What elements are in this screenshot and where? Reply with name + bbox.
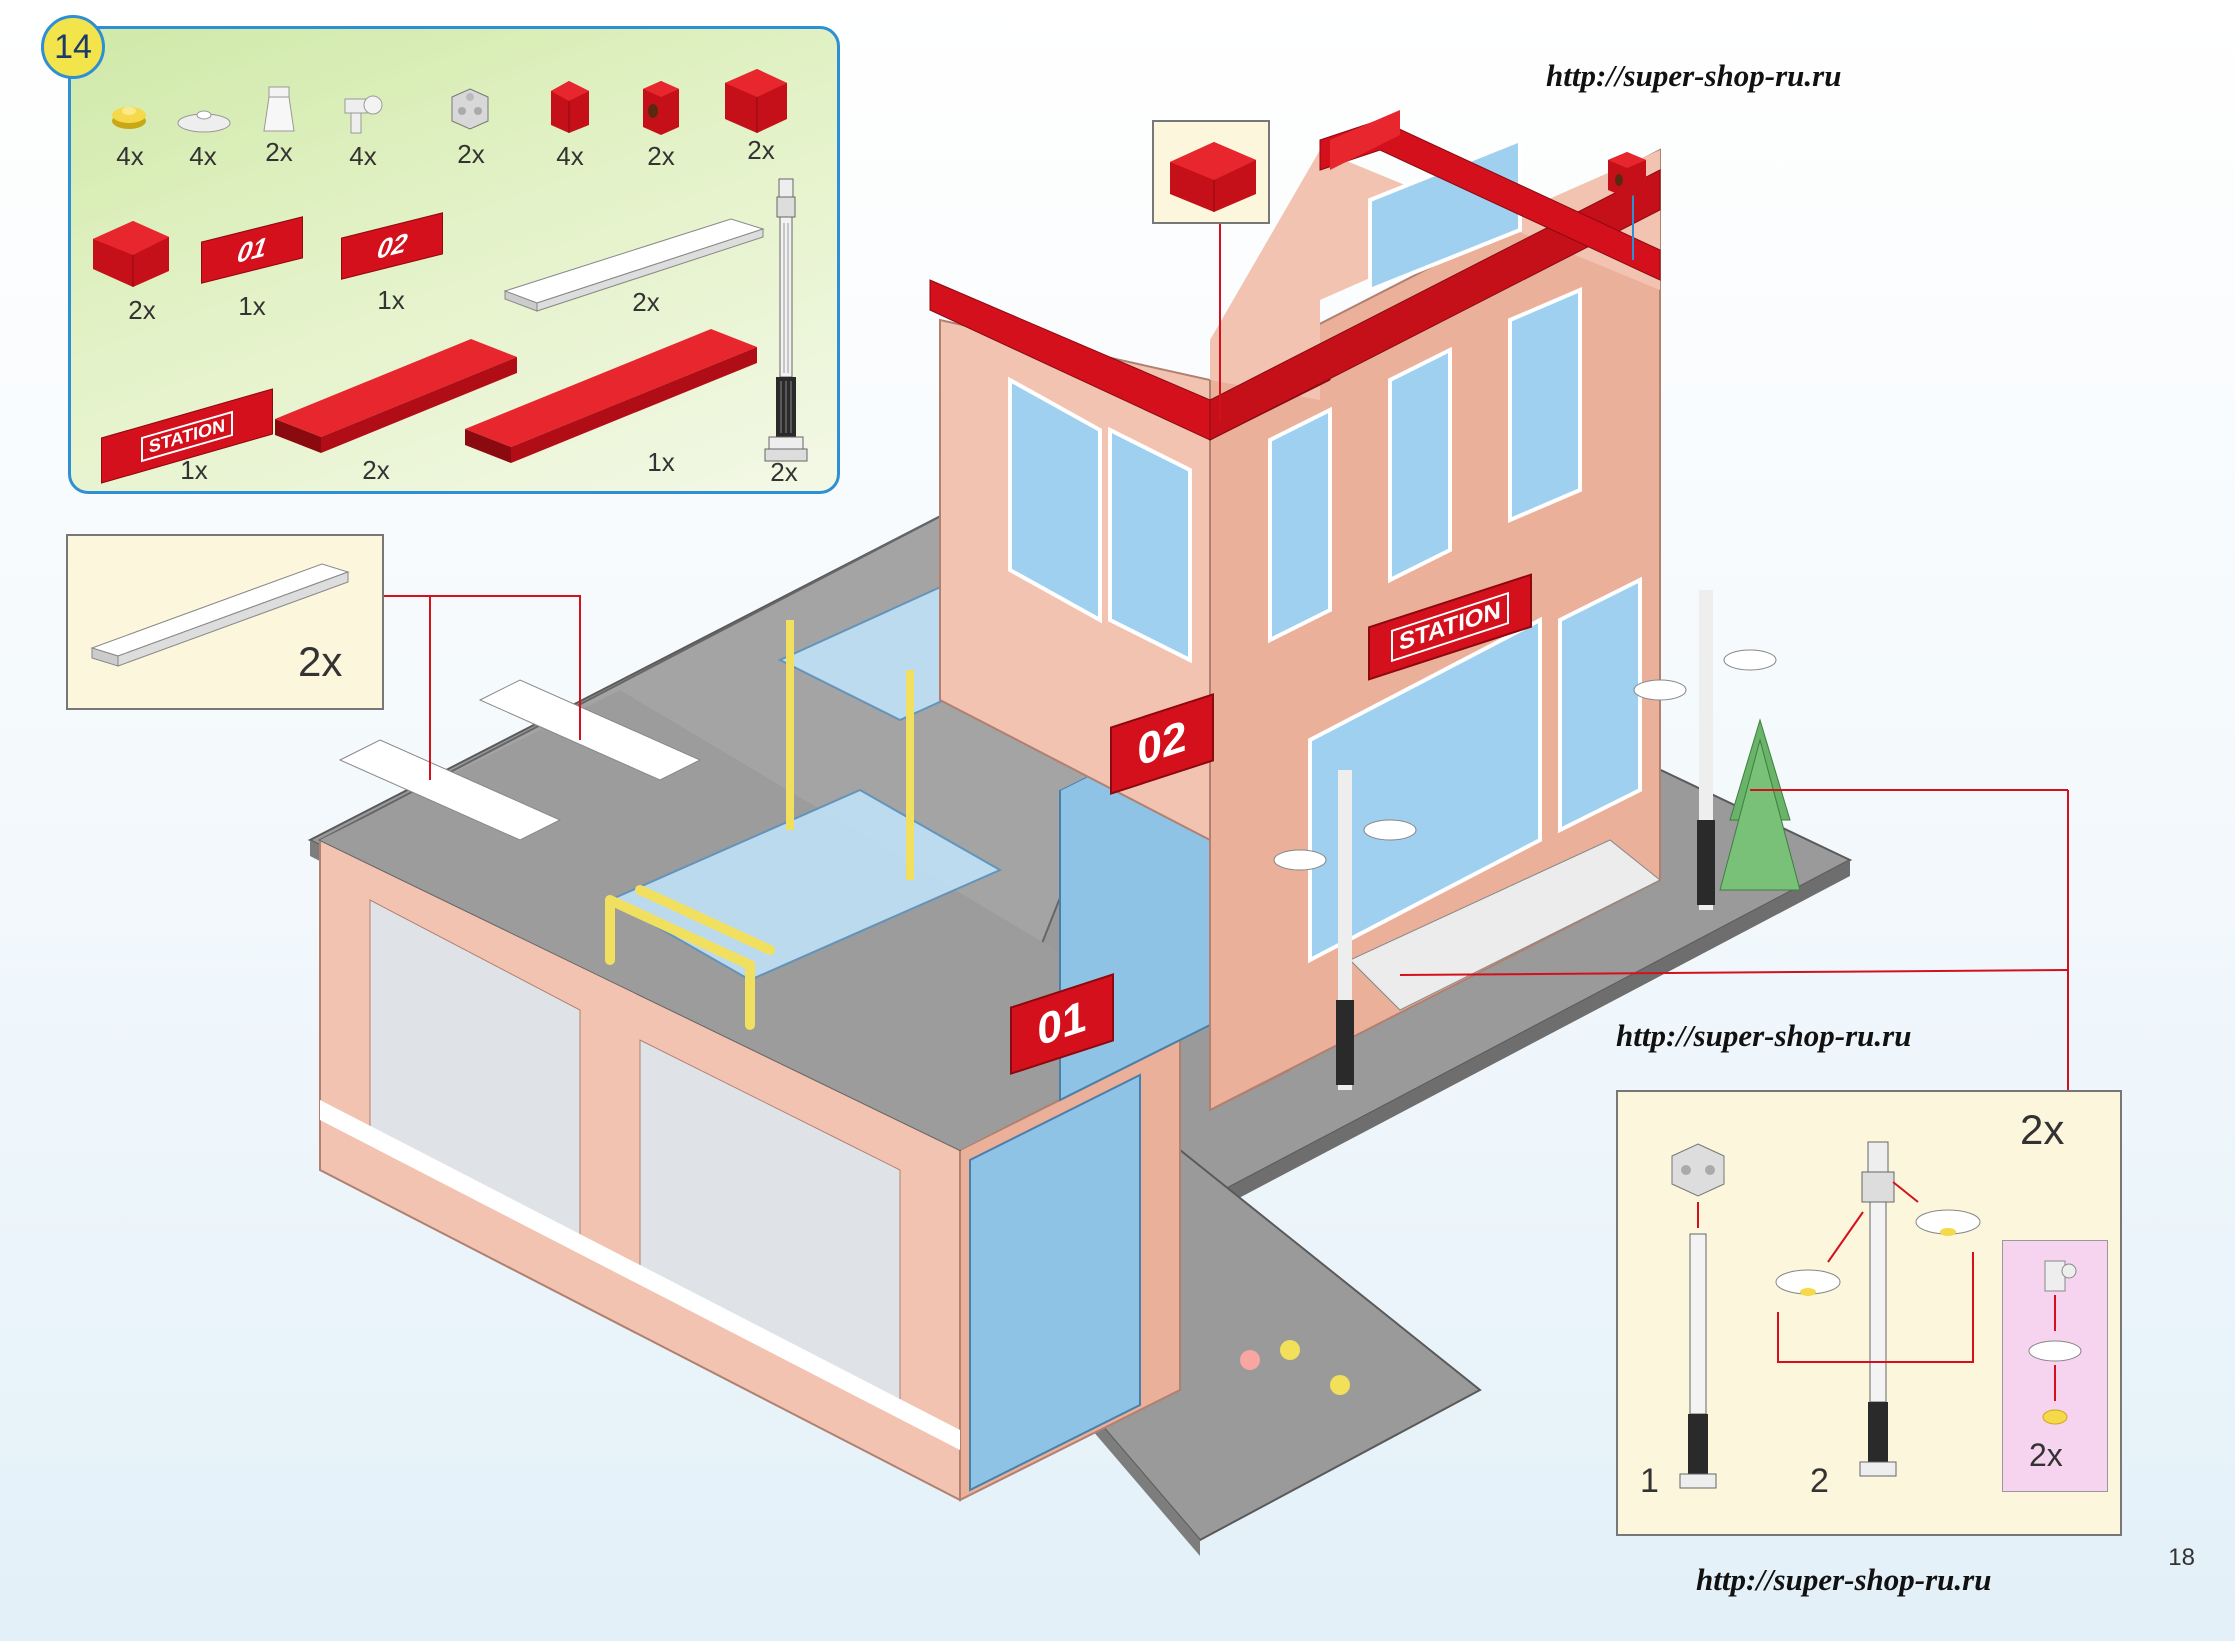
part-qty: 4x <box>189 141 217 171</box>
part-qty: 2x <box>647 141 675 171</box>
watermark-url-middle[interactable]: http://super-shop-ru.ru <box>1616 1018 1912 1053</box>
yellow-round-plate-icon <box>112 107 146 129</box>
lamp-holder-icon <box>2028 1260 2082 1425</box>
model-lamp-left <box>1273 770 1417 1090</box>
white-lamp-holder-icon <box>344 95 383 134</box>
part-qty: 1x <box>377 285 405 315</box>
model-lamp-right <box>1633 590 1777 910</box>
part-qty: 2x <box>770 457 798 487</box>
lamp-callout-qty: 2x <box>2020 1106 2065 1153</box>
part-qty: 4x <box>116 141 144 171</box>
part-qty: 4x <box>349 141 377 171</box>
tile-callout-qty: 2x <box>298 638 343 685</box>
watermark-url-top[interactable]: http://super-shop-ru.ru <box>1546 58 1842 93</box>
part-qty: 1x <box>180 455 208 485</box>
lamp-assembly-callout: 2x 1 2 2x <box>1616 1090 2122 1536</box>
model-sign-02-text: 02 <box>1137 711 1187 776</box>
parts-panel: 14 4x 4x 2x 4x 2x 4x 2x 2x 2x 01 1x 02 1… <box>41 15 840 494</box>
red-corner-brick-icon <box>1170 142 1256 212</box>
white-tile-icon <box>90 563 350 667</box>
red-brick-hole-icon <box>643 81 679 135</box>
part-qty: 2x <box>632 287 660 317</box>
lamp-step1-illustration <box>1671 1143 1725 1489</box>
red-brick-hole-icon <box>1608 152 1646 198</box>
red-brick-2x2-icon <box>551 81 589 133</box>
white-cone-icon <box>263 86 295 132</box>
corner-brick-callout <box>1152 120 1270 224</box>
red-corner-brick-icon <box>93 221 169 287</box>
part-qty: 1x <box>647 447 675 477</box>
part-qty: 2x <box>265 137 293 167</box>
part-qty: 2x <box>362 455 390 485</box>
part-qty: 2x <box>128 295 156 325</box>
lamp-step2-number: 2 <box>1810 1462 1829 1500</box>
step-number-badge: 14 <box>41 15 105 79</box>
lamp-step2-illustration <box>1775 1141 1981 1477</box>
white-dish-icon <box>177 110 231 133</box>
watermark-url-bottom[interactable]: http://super-shop-ru.ru <box>1696 1562 1992 1597</box>
part-qty: 4x <box>556 141 584 171</box>
grey-studded-cube-icon <box>451 88 489 130</box>
lamp-step1-number: 1 <box>1640 1462 1659 1500</box>
tile-callout: 2x <box>66 534 384 710</box>
model-sign-01-text: 01 <box>1037 991 1087 1056</box>
part-qty: 1x <box>238 291 266 321</box>
red-plate-12-icon <box>465 329 757 463</box>
page-number: 18 <box>2168 1544 2195 1571</box>
part-qty: 2x <box>747 135 775 165</box>
red-brick-2x2-tall-icon <box>725 69 787 133</box>
lamp-post-icon <box>764 178 808 462</box>
red-plate-8-icon <box>275 339 517 453</box>
part-qty: 2x <box>457 139 485 169</box>
lamp-sub-assembly: 2x <box>2002 1240 2108 1492</box>
lamp-sub-qty: 2x <box>2029 1437 2063 1473</box>
white-tile-long-icon <box>503 218 765 312</box>
